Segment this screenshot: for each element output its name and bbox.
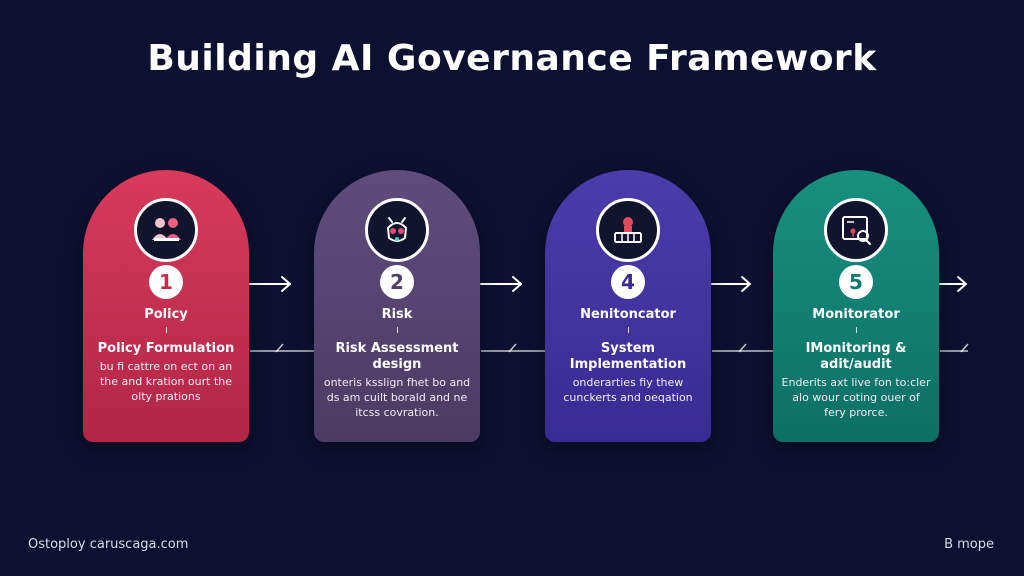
step-heading: Policy Formulation [97,341,235,356]
ai-head-icon [365,198,429,262]
step-card-policy: 1 Policy Policy Formulation bu fi cattre… [83,170,249,442]
arrowhead-3-4 [741,276,751,292]
step-card-system: 4 Nenitoncator System Implementation ond… [545,170,711,442]
monitor-audit-icon [824,198,888,262]
arrowhead-1-2 [281,276,291,292]
step-number: 5 [839,265,873,299]
step-label: Risk [381,307,413,322]
timeline-slash-4 [960,343,969,353]
step-description: Enderits axt live fon to:cler alo wour c… [781,376,931,419]
step-card-risk: 2 Risk Risk Assessment design onteris ks… [314,170,480,442]
arrowhead-2-3 [512,276,522,292]
step-description: onderarties fiy thew cunckerts and oeqat… [563,376,693,404]
timeline-slash-2 [508,343,517,353]
people-meeting-icon [134,198,198,262]
step-heading: IMonitoring & adit/audit [805,341,907,372]
step-tick [628,327,629,333]
server-system-icon [596,198,660,262]
page-title: Building AI Governance Framework [147,38,877,79]
step-label: Nenitoncator [580,307,676,322]
step-tick [397,327,398,333]
arrowhead-4-out [957,276,967,292]
step-label: Monitorator [812,307,900,322]
step-number: 1 [149,265,183,299]
step-heading: System Implementation [569,341,687,372]
footer-more: B mope [944,537,994,552]
footer-source: Ostoploy caruscaga.com [28,537,189,552]
step-number: 4 [611,265,645,299]
step-number: 2 [380,265,414,299]
step-label: Policy [144,307,188,322]
timeline-slash-3 [738,343,747,353]
step-description: bu fi cattre on ect on an the and kratio… [99,360,233,403]
step-tick [856,327,857,333]
step-tick [166,327,167,333]
step-card-monitoring: 5 Monitorator IMonitoring & adit/audit E… [773,170,939,442]
step-description: onteris ksslign fhet bo and ds am cuilt … [323,376,471,419]
step-heading: Risk Assessment design [335,341,459,372]
timeline-slash-1 [275,343,284,353]
